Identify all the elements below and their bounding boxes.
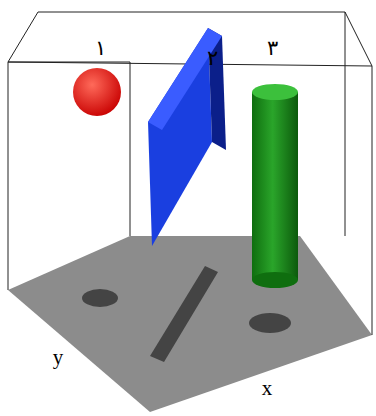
green-cylinder xyxy=(252,92,298,280)
green-cylinder-top xyxy=(252,84,298,100)
axis-label: x xyxy=(262,378,273,399)
callout-number: ۲ xyxy=(207,48,218,69)
cube-wireframe xyxy=(8,12,372,335)
slab-shadow xyxy=(150,266,218,362)
callout-number: ۱ xyxy=(95,38,106,59)
blue-slab-top xyxy=(148,28,222,130)
sphere-shadow xyxy=(82,289,118,307)
cylinder-shadow xyxy=(249,313,291,333)
callout-number: ۳ xyxy=(267,38,278,59)
green-cylinder-base xyxy=(252,272,298,288)
axis-label: y xyxy=(53,347,64,368)
floor xyxy=(8,236,372,412)
red-sphere xyxy=(73,68,121,116)
